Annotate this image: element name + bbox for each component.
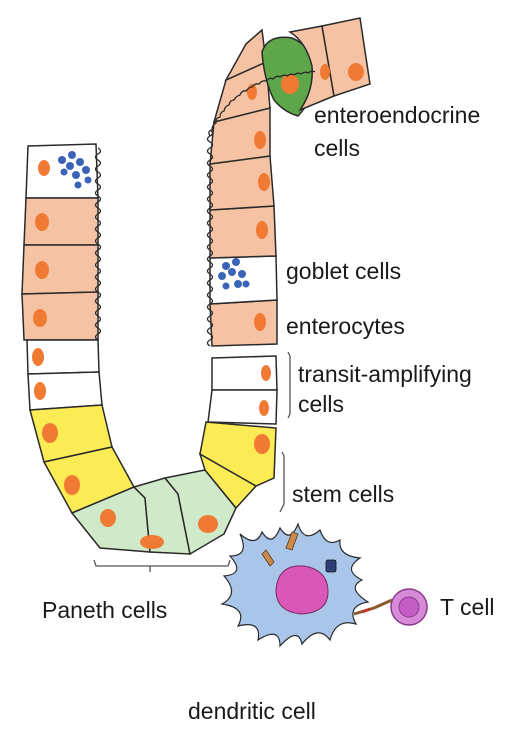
dendritic-cell-icon [222, 524, 392, 646]
label-enterocytes: enterocytes [286, 312, 405, 340]
label-transit-line1: transit-amplifying [298, 360, 472, 388]
paneth-bracket [94, 560, 230, 572]
label-enteroendocrine-line2: cells [314, 134, 360, 162]
dendritic-nucleus [276, 566, 328, 614]
label-enteroendocrine-line1: enteroendocrine [314, 101, 480, 129]
label-t-cell: T cell [440, 593, 495, 621]
enterocyte-left-2 [22, 245, 98, 294]
label-stem-cells: stem cells [292, 480, 394, 508]
goblet-cell-right [210, 256, 277, 304]
label-transit-line2: cells [298, 390, 344, 418]
receptor-3 [326, 560, 336, 572]
enteroendocrine-nucleus [281, 74, 299, 94]
left-enterocyte-column [22, 144, 134, 513]
synapse-red [362, 609, 370, 612]
label-paneth-cells: Paneth cells [42, 596, 167, 624]
label-dendritic-cell: dendritic cell [188, 697, 316, 725]
enterocyte-right-1 [210, 300, 277, 346]
label-goblet-cells: goblet cells [286, 257, 401, 285]
transit-bracket [288, 352, 290, 418]
stem-bracket [280, 452, 284, 512]
t-cell-icon [391, 589, 427, 625]
